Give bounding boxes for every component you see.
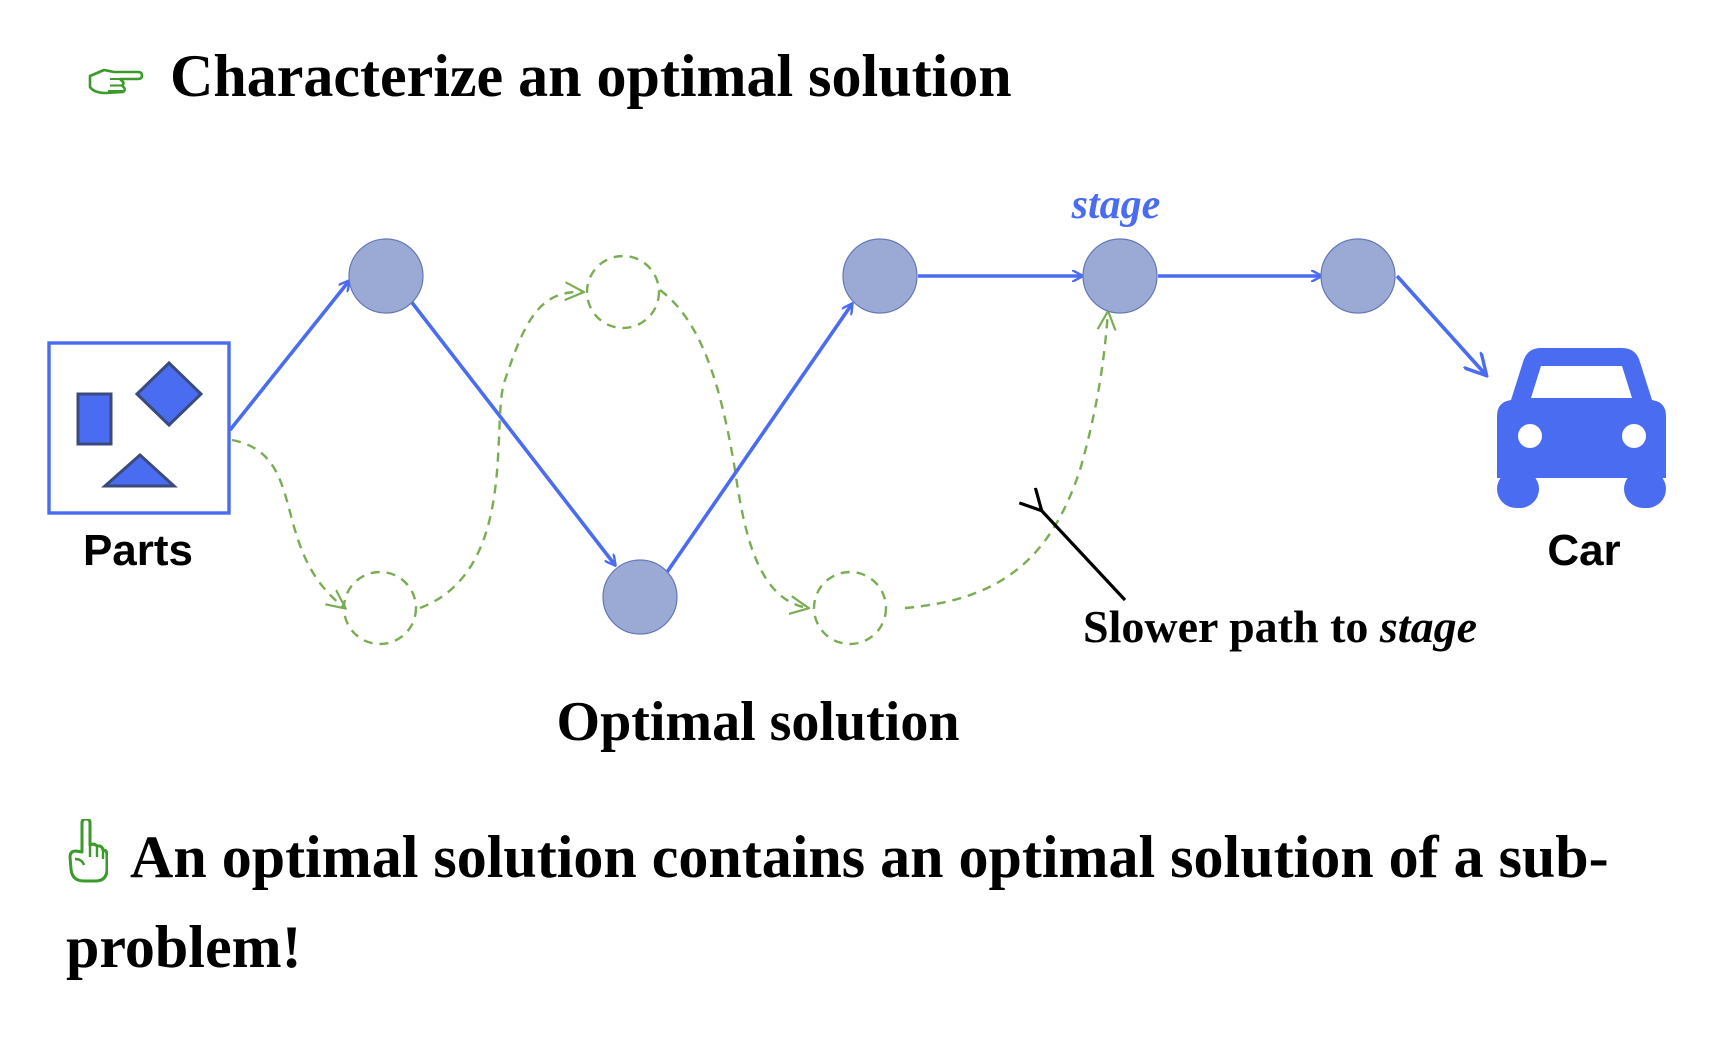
alt-node-lower-left	[342, 570, 418, 646]
optimal-solution-label: Optimal solution	[557, 691, 960, 753]
node-3	[842, 238, 918, 314]
slower-path-upper-to-lower	[659, 289, 808, 608]
edge-n5-to-car	[1395, 274, 1486, 375]
rectangle-part-icon	[76, 392, 113, 446]
slower-path-pointer	[1041, 510, 1127, 602]
slower-path-lower-to-upper	[419, 292, 583, 610]
parts-box	[47, 341, 231, 515]
alt-node-lower-right	[812, 570, 888, 646]
edge-n2-to-n3	[663, 304, 852, 577]
parts-label: Parts	[83, 526, 193, 575]
car-label: Car	[1547, 526, 1620, 575]
slower-path-parts-to-lower	[231, 438, 345, 608]
edge-parts-to-n1	[228, 281, 349, 432]
node-1	[348, 238, 424, 314]
stage-label: stage	[1071, 182, 1161, 228]
optimal-nodes	[348, 238, 1396, 635]
heading-text: Characterize an optimal solution	[170, 43, 1012, 109]
conclusion-text: An optimal solution contains an optimal …	[66, 824, 1609, 980]
diamond-part-icon	[134, 360, 204, 428]
pointing-hand-icon	[86, 42, 144, 111]
slower-path-stage-text: stage	[1379, 601, 1477, 652]
slower-path-lower-to-stage	[904, 312, 1108, 610]
node-stage	[1082, 238, 1158, 314]
slower-path-label: Slower path to stage	[1083, 601, 1477, 652]
optimal-path	[228, 274, 1486, 577]
edge-n1-to-n2	[408, 298, 615, 565]
slower-path-text: Slower path to	[1083, 601, 1380, 652]
conclusion: An optimal solution contains an optimal …	[66, 815, 1626, 989]
node-5	[1320, 238, 1396, 314]
triangle-part-icon	[101, 452, 178, 488]
slower-paths	[231, 254, 1108, 646]
index-finger-up-icon	[66, 817, 109, 905]
heading: Characterize an optimal solution	[86, 42, 1012, 111]
car-icon	[1497, 348, 1666, 508]
alt-node-upper	[585, 254, 661, 330]
node-2	[602, 559, 678, 635]
